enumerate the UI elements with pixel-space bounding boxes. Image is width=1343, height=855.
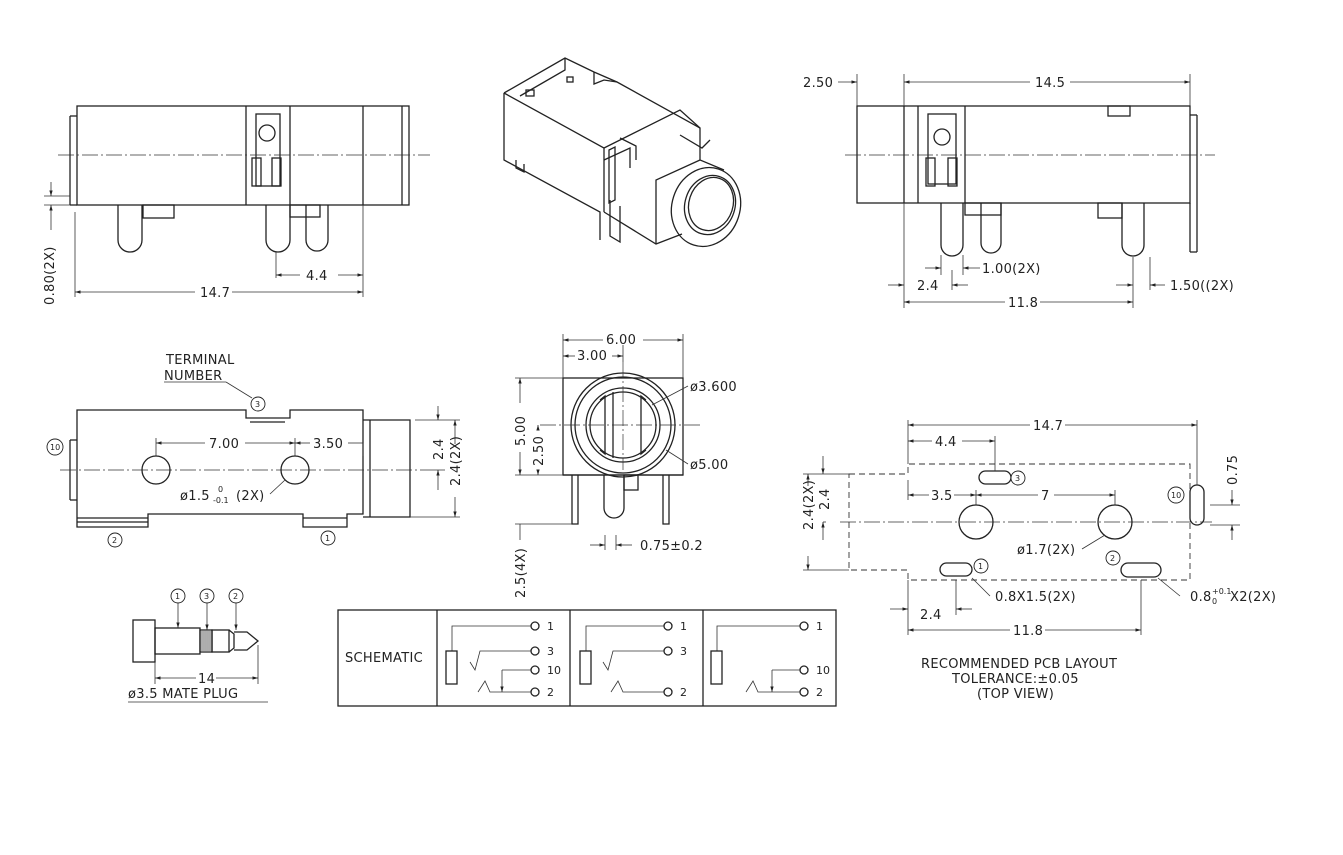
svg-text:1: 1 [175,592,180,601]
svg-text:10: 10 [1171,491,1181,500]
dim-118-right: 11.8 [1008,296,1038,311]
svg-text:2: 2 [233,592,238,601]
dim-150: 1.50((2X) [1170,279,1234,294]
schematic-panel-1: 1 3 10 2 [445,620,561,699]
svg-text:10: 10 [50,443,60,452]
svg-text:3: 3 [680,645,687,658]
schematic-panel-2: 1 3 2 [579,620,687,699]
svg-text:0: 0 [1212,597,1217,606]
pcb-dim-075: 0.75 [1226,455,1241,485]
terminal-3-marker [250,396,266,412]
terminal-1-marker [320,530,336,546]
dim-44: 4.4 [306,269,328,284]
number-label: NUMBER [164,369,222,384]
svg-text:3: 3 [255,400,260,409]
schematic-panel-3: 1 10 2 [710,620,830,699]
pcb-dim-7: 7 [1041,489,1050,504]
dim-24-2x-bottom: 2.4(2X) [449,436,464,486]
pcb-caption-2: TOLERANCE:±0.05 [951,672,1079,687]
plug-title: ø3.5 MATE PLUG [128,687,238,702]
bottom-view: TERMINAL NUMBER 3 10 2 1 7.00 3.50 ø1.5 … [46,353,464,548]
pcb-layout: 3 10 1 2 14.7 4.4 3.5 7 2.4(2X) 2.4 [802,419,1276,702]
schematic-label: SCHEMATIC [345,651,423,666]
dim-3600: ø3.600 [690,380,737,395]
svg-text:1: 1 [680,620,687,633]
svg-text:3: 3 [1015,474,1020,483]
pcb-dim-35: 3.5 [931,489,953,504]
svg-text:2: 2 [112,536,117,545]
pcb-dim-24-2x: 2.4(2X) [802,480,817,530]
dim-25-4x: 2.5(4X) [514,548,529,598]
terminal-2-marker [107,532,123,548]
dim-24-right: 2.4 [917,279,939,294]
pcb-dim-147: 14.7 [1033,419,1063,434]
dim-147: 14.7 [200,286,230,301]
dim-24-bottom: 2.4 [432,438,447,460]
dim-100: 1.00(2X) [982,262,1041,277]
mate-plug: 1 3 2 14 ø3.5 MATE PLUG [128,588,268,703]
pcb-dim-44: 4.4 [935,435,957,450]
dim-700: 7.00 [209,437,239,452]
svg-text:+0.1: +0.1 [1212,587,1231,596]
svg-text:2: 2 [680,686,687,699]
pcb-caption-3: (TOP VIEW) [977,687,1054,702]
pcb-dim-118: 11.8 [1013,624,1043,639]
dim-500-h: 5.00 [514,416,529,446]
svg-text:-0.1: -0.1 [213,496,229,505]
pcb-caption-1: RECOMMENDED PCB LAYOUT [921,657,1117,672]
dim-075-front: 0.75±0.2 [640,539,703,554]
dim-14: 14 [198,672,215,687]
svg-text:1: 1 [816,620,823,633]
svg-text:2: 2 [816,686,823,699]
dim-250: 2.50 [803,76,833,91]
svg-text:10: 10 [547,664,561,677]
pcb-hole-dia: ø1.7(2X) [1017,543,1075,558]
dim-145: 14.5 [1035,76,1065,91]
hole-dia: ø1.5 [180,489,210,504]
svg-text:2: 2 [547,686,554,699]
pcb-dim-24: 2.4 [818,488,833,510]
svg-text:1: 1 [547,620,554,633]
dim-250-front: 2.50 [532,436,547,466]
terminal-label: TERMINAL [165,353,235,368]
svg-text:0: 0 [218,485,223,494]
side-view-right: 2.50 14.5 1.00(2X) 2.4 1.50((2X) 11.8 [803,74,1234,311]
side-view-left: 0.80(2X) 4.4 14.7 [43,105,430,305]
pcb-slot-1: 0.8X1.5(2X) [995,590,1076,605]
dim-350: 3.50 [313,437,343,452]
pcb-slot-2: 0.8 [1190,590,1212,605]
svg-text:10: 10 [816,664,830,677]
terminal-10-marker [46,438,64,456]
pcb-dim-24-b: 2.4 [920,608,942,623]
svg-text:2: 2 [1110,554,1115,563]
dim-300: 3.00 [577,349,607,364]
hole-count: (2X) [236,489,265,504]
svg-text:X2(2X): X2(2X) [1230,590,1276,605]
dim-080: 0.80(2X) [43,246,58,305]
svg-text:3: 3 [204,592,209,601]
dim-600: 6.00 [606,333,636,348]
schematic-table: SCHEMATIC 1 3 10 2 1 3 [337,609,837,707]
svg-text:3: 3 [547,645,554,658]
svg-text:1: 1 [978,562,983,571]
svg-text:1: 1 [325,534,330,543]
isometric-view [503,57,742,248]
dim-500-dia: ø5.00 [690,458,728,473]
front-view: 6.00 3.00 ø3.600 ø5.00 5.00 2.50 2.5(4X)… [514,333,737,598]
